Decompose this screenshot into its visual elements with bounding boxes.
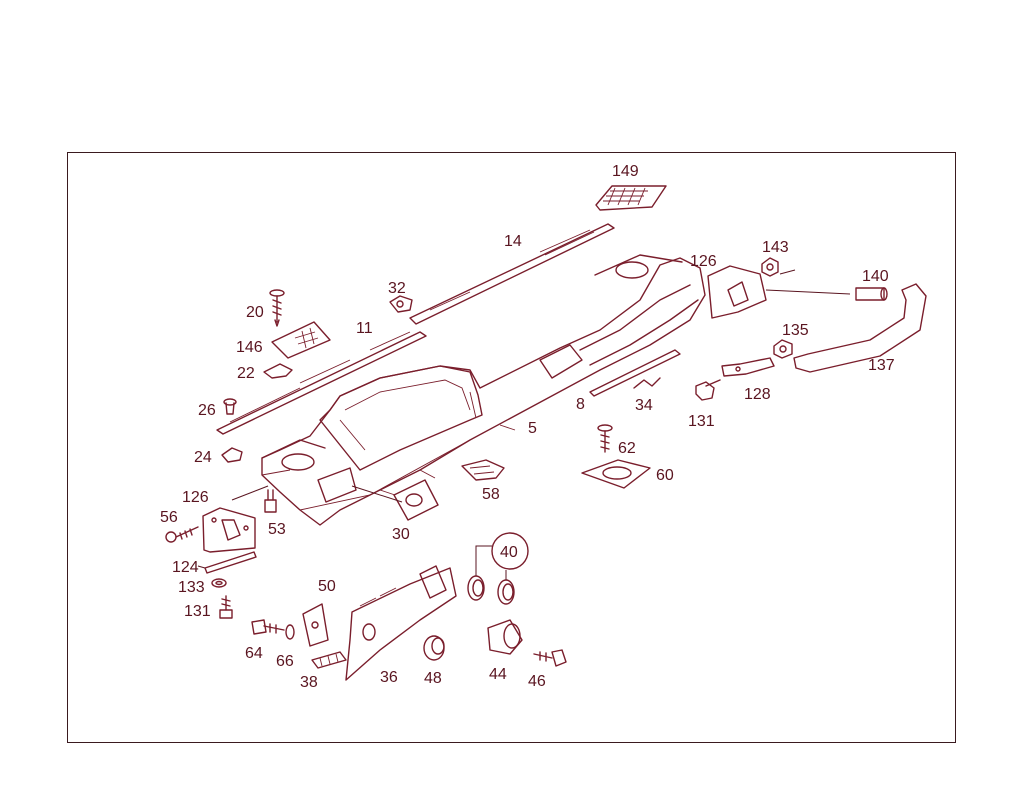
part-48-knob — [423, 635, 445, 661]
callout-62: 62 — [618, 440, 636, 457]
callout-11: 11 — [356, 320, 373, 337]
part-14-strip — [409, 223, 615, 325]
part-137-handle — [793, 283, 927, 373]
callout-14: 14 — [504, 233, 522, 250]
callout-126-left: 126 — [182, 489, 209, 506]
part-146-grille — [271, 321, 331, 359]
part-135-nut — [773, 339, 793, 359]
part-126-bracket-right — [707, 265, 851, 319]
callout-137: 137 — [868, 357, 895, 374]
part-44-knob — [487, 619, 523, 655]
part-38-clips — [311, 651, 347, 669]
callout-40: 40 — [500, 544, 518, 561]
callout-8: 8 — [576, 396, 585, 413]
part-40-rings — [467, 532, 529, 605]
part-131-bolt-right — [695, 379, 721, 401]
part-11-strip — [216, 331, 427, 435]
callout-24: 24 — [194, 449, 212, 466]
callout-131-right: 131 — [688, 413, 715, 430]
callout-149: 149 — [612, 163, 639, 180]
callout-56: 56 — [160, 509, 178, 526]
callout-26: 26 — [198, 402, 216, 419]
part-56-screw — [165, 526, 199, 543]
part-143-nut — [761, 257, 796, 277]
callout-20: 20 — [246, 304, 264, 321]
callout-53: 53 — [268, 521, 286, 538]
part-133-washer — [211, 578, 227, 588]
callout-128: 128 — [744, 386, 771, 403]
part-36-lower-panel — [345, 565, 457, 681]
part-30-bezel — [351, 479, 439, 521]
callout-135: 135 — [782, 322, 809, 339]
diagram-frame — [67, 152, 956, 743]
callout-36: 36 — [380, 669, 398, 686]
part-26-plug — [223, 398, 237, 415]
callout-48: 48 — [424, 670, 442, 687]
callout-143: 143 — [762, 239, 789, 256]
part-53-clip — [264, 489, 277, 513]
part-140-sleeve — [855, 287, 888, 301]
callout-labels: 149 14 126 143 140 32 20 11 146 135 137 … — [160, 163, 895, 691]
callout-60: 60 — [656, 467, 674, 484]
part-24-clip — [221, 447, 243, 463]
callout-133: 133 — [178, 579, 205, 596]
callout-124: 124 — [172, 559, 199, 576]
part-8-strip — [589, 349, 681, 397]
callout-140: 140 — [862, 268, 889, 285]
callout-32: 32 — [388, 280, 406, 297]
callout-64: 64 — [245, 645, 263, 662]
part-20-screw — [269, 289, 285, 327]
part-131-bolt-left — [219, 595, 233, 619]
callout-38: 38 — [300, 674, 318, 691]
part-22-bracket — [263, 363, 293, 379]
part-128-bracket — [721, 357, 775, 377]
part-149-grille — [595, 185, 667, 211]
part-124-strip — [204, 551, 257, 574]
callout-66: 66 — [276, 653, 294, 670]
callout-131-left: 131 — [184, 603, 211, 620]
callout-5: 5 — [528, 420, 537, 437]
part-50-bracket — [302, 603, 329, 647]
callout-146: 146 — [236, 339, 263, 356]
callout-22: 22 — [237, 365, 255, 382]
part-5-dashboard — [261, 254, 706, 526]
part-60-gasket — [581, 459, 651, 489]
part-126-bracket-left — [202, 507, 256, 553]
callout-58: 58 — [482, 486, 500, 503]
part-66-washer — [285, 624, 295, 640]
part-62-screw — [597, 424, 613, 453]
callout-46: 46 — [528, 673, 546, 690]
callout-34: 34 — [635, 397, 653, 414]
callout-30: 30 — [392, 526, 410, 543]
callout-44: 44 — [489, 666, 507, 683]
leader-lines — [197, 485, 269, 569]
callout-50: 50 — [318, 578, 336, 595]
part-32-clip — [389, 295, 413, 313]
callout-126-right: 126 — [690, 253, 717, 270]
part-64-bolt — [251, 619, 285, 635]
part-46-screw — [533, 649, 567, 667]
part-58-clip — [461, 459, 505, 481]
part-34-clip — [633, 377, 661, 389]
